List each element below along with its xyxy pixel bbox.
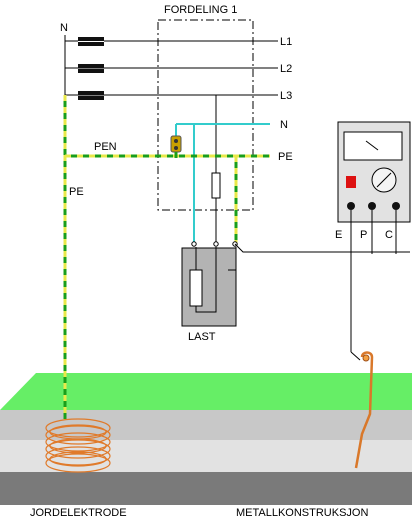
load-label: LAST xyxy=(188,331,216,343)
distribution-panel-box xyxy=(157,19,254,211)
pen-split-terminal xyxy=(170,135,182,153)
neutral-label: N xyxy=(280,119,288,131)
metal-structure-rod xyxy=(354,351,374,469)
source-neutral-label: N xyxy=(60,22,68,34)
ground-layers xyxy=(0,373,412,505)
transformer-3 xyxy=(65,91,278,100)
phase-l3-label: L3 xyxy=(280,90,292,102)
earth-electrode-coil xyxy=(45,418,111,473)
transformer-1 xyxy=(65,37,278,46)
soil-middle-layer xyxy=(0,440,412,472)
pe-right-label: PE xyxy=(278,151,293,163)
meter-terminal-p xyxy=(368,202,376,210)
meter-terminal-c xyxy=(392,202,400,210)
phase-l1-label: L1 xyxy=(280,36,292,48)
meter-e-label: E xyxy=(335,229,342,241)
soil-lower-layer xyxy=(0,472,412,505)
phase-l2-label: L2 xyxy=(280,63,292,75)
grass-surface xyxy=(0,373,412,410)
protective-earth-conductors xyxy=(63,95,270,420)
transformer-2 xyxy=(65,64,278,73)
meter-indicator xyxy=(346,176,356,188)
panel-title: FORDELING 1 xyxy=(164,4,237,16)
earth-resistance-meter xyxy=(337,121,411,223)
pe-left-label: PE xyxy=(69,186,84,198)
meter-terminal-e xyxy=(347,202,355,210)
metal-structure-label: METALLKONSTRUKSJON xyxy=(236,507,368,519)
earth-electrode-label: JORDELEKTRODE xyxy=(30,507,127,519)
fuse xyxy=(211,172,221,199)
pen-label: PEN xyxy=(94,141,117,153)
meter-c-label: C xyxy=(385,229,393,241)
load-unit xyxy=(181,241,238,327)
meter-p-label: P xyxy=(360,229,367,241)
